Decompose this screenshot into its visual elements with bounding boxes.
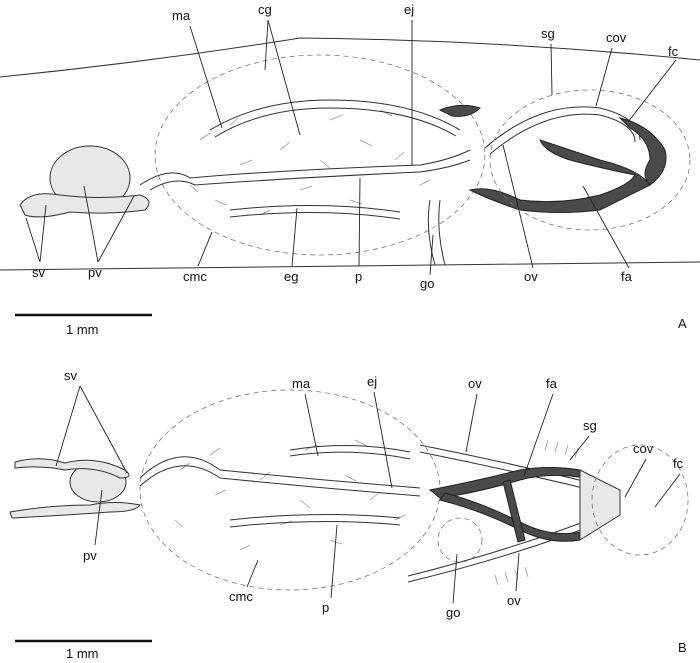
label-a-cmc: cmc bbox=[183, 269, 207, 284]
female-capsule-a bbox=[489, 89, 691, 231]
gonopore-a bbox=[427, 199, 436, 266]
label-a-p: p bbox=[355, 269, 362, 284]
panel-letter-b: B bbox=[678, 640, 687, 655]
female-capsule-b bbox=[591, 444, 689, 556]
panel-b: sv ma ej ov fa sg cov fc pv cmc p go ov … bbox=[9, 368, 689, 661]
copulatory-capsule-a bbox=[154, 54, 486, 256]
label-a-fc: fc bbox=[668, 44, 679, 59]
label-a-pv: pv bbox=[88, 265, 102, 280]
label-a-ej: ej bbox=[404, 2, 414, 17]
oviduct-a-inner bbox=[489, 113, 636, 155]
label-a-cov: cov bbox=[606, 30, 627, 45]
oviduct-a bbox=[484, 106, 641, 149]
ejaculatory-duct-b bbox=[139, 456, 421, 489]
leader-lines-b bbox=[55, 385, 681, 604]
female-canal-a-upper bbox=[618, 117, 667, 186]
label-a-sg: sg bbox=[541, 26, 555, 41]
panel-a: ma cg ej sg cov fc sv pv cmc eg p go ov … bbox=[0, 2, 700, 337]
penis-lower-b-inner bbox=[229, 520, 401, 528]
male-atrium-lower-a-inner bbox=[229, 211, 401, 220]
panel-letter-a: A bbox=[678, 316, 687, 331]
scale-label-a: 1 mm bbox=[66, 322, 99, 337]
ejaculatory-duct-b-inner bbox=[139, 465, 421, 497]
ejaculatory-duct-a-inner bbox=[149, 159, 471, 191]
label-a-eg: eg bbox=[284, 269, 298, 284]
label-a-go: go bbox=[420, 276, 434, 291]
gonopore-b bbox=[437, 517, 483, 563]
gonopore-a-inner bbox=[438, 199, 446, 266]
seminal-vesicle-a bbox=[19, 193, 150, 218]
label-a-fa: fa bbox=[621, 269, 633, 284]
label-b-fa: fa bbox=[546, 376, 558, 391]
label-a-ma: ma bbox=[172, 8, 191, 23]
seminal-vesicle-b-upper bbox=[14, 458, 130, 479]
label-b-go: go bbox=[446, 605, 460, 620]
dark-duct-a bbox=[438, 104, 481, 117]
male-atrium-upper-a bbox=[209, 99, 461, 131]
female-atrium-b-branch bbox=[502, 479, 526, 543]
label-b-sg: sg bbox=[583, 418, 597, 433]
scale-label-b: 1 mm bbox=[66, 646, 99, 661]
label-b-cmc: cmc bbox=[229, 589, 253, 604]
label-b-ma: ma bbox=[292, 376, 311, 391]
male-atrium-upper-a-inner bbox=[214, 107, 457, 138]
capsule-texture-b bbox=[174, 439, 406, 551]
label-a-sv: sv bbox=[32, 265, 46, 280]
common-oviduct-b bbox=[579, 469, 621, 541]
label-a-ov: ov bbox=[524, 269, 538, 284]
shell-gland-b bbox=[494, 439, 579, 586]
label-b-p: p bbox=[322, 600, 329, 615]
label-a-cg: cg bbox=[258, 2, 272, 17]
female-canal-a bbox=[468, 139, 651, 213]
ejaculatory-duct-a bbox=[139, 149, 471, 186]
body-wall-bottom-a bbox=[0, 261, 700, 271]
seminal-vesicle-b-lower bbox=[9, 502, 141, 519]
leader-lines-a bbox=[25, 19, 677, 276]
male-atrium-lower-a bbox=[229, 204, 401, 213]
label-b-cov: cov bbox=[633, 441, 654, 456]
capsule-texture-a bbox=[189, 109, 431, 216]
label-b-ov-top: ov bbox=[468, 376, 482, 391]
copulatory-capsule-b bbox=[139, 389, 441, 591]
label-b-ej: ej bbox=[367, 374, 377, 389]
label-b-ov-bottom: ov bbox=[507, 593, 521, 608]
label-b-pv: pv bbox=[83, 548, 97, 563]
body-wall-top-a bbox=[0, 37, 700, 78]
penis-lower-b bbox=[229, 513, 401, 521]
label-b-sv: sv bbox=[64, 368, 78, 383]
male-atrium-upper-b-inner bbox=[289, 451, 411, 460]
label-b-fc: fc bbox=[673, 456, 684, 471]
male-atrium-upper-b bbox=[289, 444, 411, 453]
